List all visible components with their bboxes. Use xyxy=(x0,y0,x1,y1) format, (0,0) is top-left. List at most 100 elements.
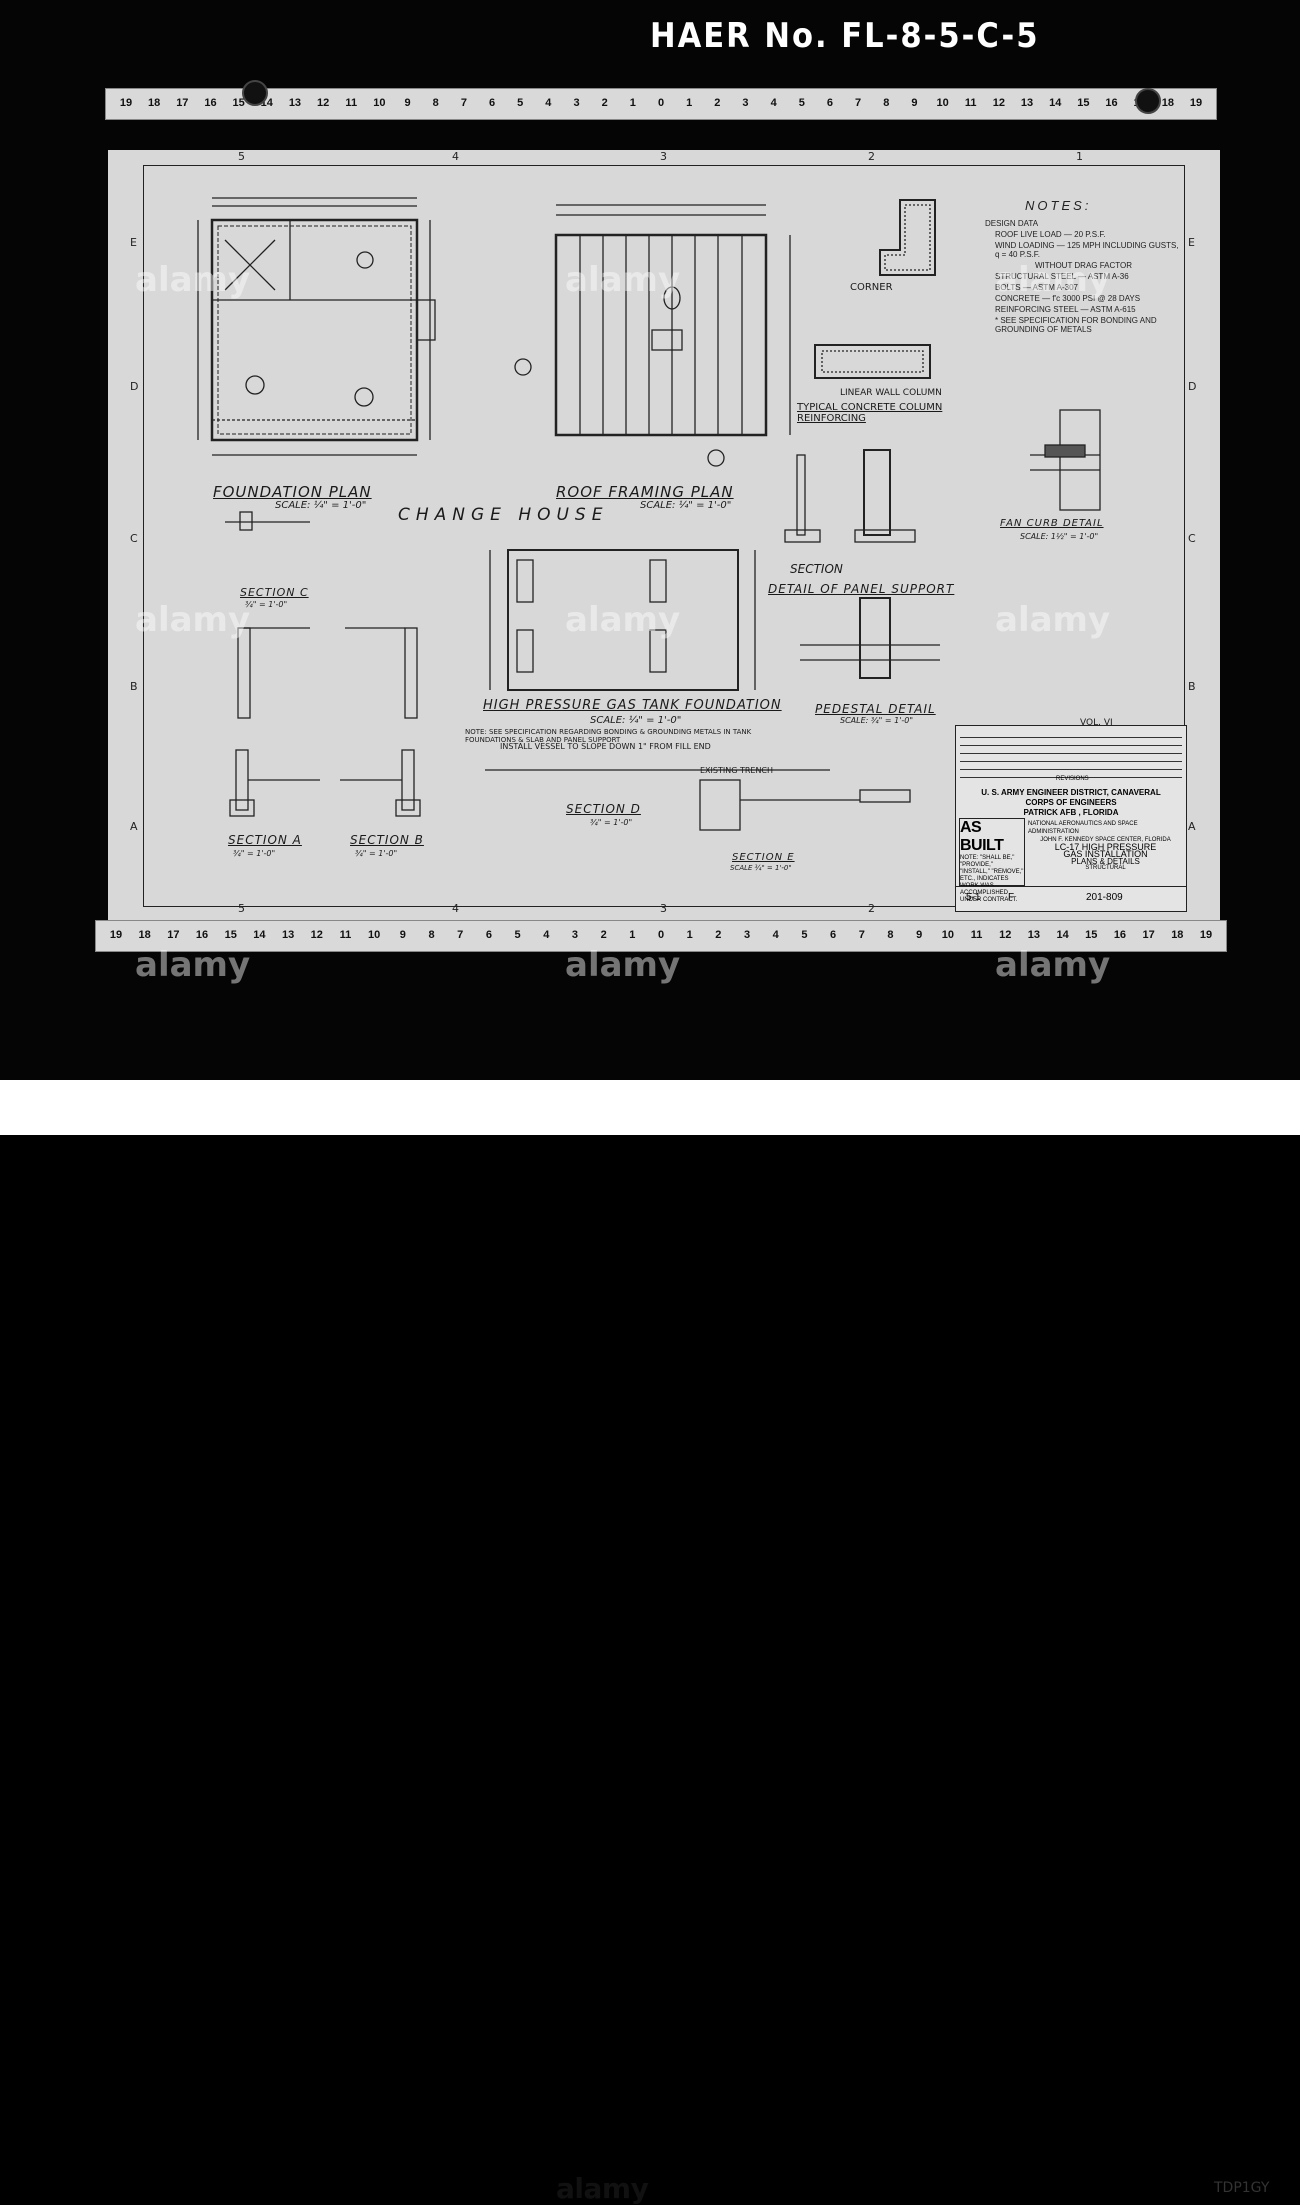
section-e-title: SECTION E xyxy=(732,852,795,863)
drawing-linework xyxy=(197,197,1101,831)
ruler-number: 14 xyxy=(253,929,266,941)
ruler-number: 14 xyxy=(1049,97,1062,109)
ruler-number: 3 xyxy=(742,97,749,109)
watermark: alamy xyxy=(995,600,1111,640)
ruler-number: 1 xyxy=(629,97,636,109)
note-line: REINFORCING STEEL — ASTM A-615 xyxy=(995,305,1136,314)
district-line: U. S. ARMY ENGINEER DISTRICT, CANAVERAL xyxy=(981,788,1161,797)
ruler-number: 15 xyxy=(224,929,237,941)
ruler-number: 15 xyxy=(232,97,245,109)
ruler-number: 13 xyxy=(281,929,295,941)
notes-heading: NOTES: xyxy=(1025,198,1092,213)
ruler-number: 12 xyxy=(310,929,323,941)
district-line: CORPS OF ENGINEERS xyxy=(1025,798,1117,807)
ruler-number: 8 xyxy=(883,97,890,109)
ruler-number: 11 xyxy=(964,97,977,109)
ruler-number: 5 xyxy=(801,929,808,941)
watermark: alamy xyxy=(995,945,1111,985)
grid-column: 4 xyxy=(452,150,459,163)
project-line: GAS INSTALLATION xyxy=(1063,849,1148,859)
pedestal-scale: SCALE: ¾" = 1'-0" xyxy=(840,716,914,725)
ruler-number: 18 xyxy=(1171,929,1184,941)
ruler-number: 5 xyxy=(517,97,524,109)
image-id: TDP1GY xyxy=(1214,2180,1270,2196)
ruler-number: 2 xyxy=(600,929,607,941)
grid-column: 2 xyxy=(868,902,875,915)
grid-column: 3 xyxy=(660,902,667,915)
ruler-number: 12 xyxy=(992,97,1006,109)
ruler-number: 4 xyxy=(545,97,552,109)
ruler-number: 0 xyxy=(657,929,665,941)
note-line: * SEE SPECIFICATION FOR BONDING AND GROU… xyxy=(995,316,1157,334)
notes-block: NOTES: DESIGN DATA ROOF LIVE LOAD — 20 P… xyxy=(985,198,1185,336)
grid-column: 2 xyxy=(868,150,875,163)
ruler-number: 19 xyxy=(119,97,133,109)
ruler-number: 9 xyxy=(404,97,411,109)
ruler-number: 8 xyxy=(432,97,439,109)
ruler-number: 12 xyxy=(316,97,330,109)
grid-row: E xyxy=(1188,236,1195,249)
ruler-number: 17 xyxy=(1142,929,1155,941)
ruler-number: 5 xyxy=(798,97,805,109)
roof-framing-plan-title: ROOF FRAMING PLAN xyxy=(556,483,734,501)
ruler-number: 16 xyxy=(1113,929,1127,941)
ruler-number: 13 xyxy=(1027,929,1041,941)
gas-tank-scale: SCALE: ¼" = 1'-0" xyxy=(590,715,682,726)
ruler-number: 3 xyxy=(743,929,751,941)
footer-band: alamy TDP1GY xyxy=(0,1080,1300,2205)
note-line: STRUCTURAL STEEL — ASTM A-36 xyxy=(995,272,1129,281)
ruler-number: 10 xyxy=(936,97,949,109)
watermark: alamy xyxy=(135,260,251,300)
ruler-number: 11 xyxy=(970,929,983,941)
ruler-number: 6 xyxy=(488,97,496,109)
alamy-logo: alamy xyxy=(556,2172,649,2205)
watermark: alamy xyxy=(135,945,251,985)
ruler-number: 13 xyxy=(288,97,302,109)
section-b-title: SECTION B xyxy=(350,833,424,847)
ruler-number: 10 xyxy=(373,97,386,109)
ruler-number: 0 xyxy=(657,97,665,109)
fan-curb-title: FAN CURB DETAIL xyxy=(1000,518,1104,529)
ruler-number: 16 xyxy=(195,929,209,941)
ruler-number: 2 xyxy=(601,97,608,109)
ruler-number: 13 xyxy=(1020,97,1034,109)
typical-column-title: TYPICAL CONCRETE COLUMN REINFORCING xyxy=(797,402,943,424)
grid-column: 5 xyxy=(238,150,245,163)
nasa-line: NATIONAL AERONAUTICS AND SPACE ADMINISTR… xyxy=(1028,821,1138,835)
note-line: WIND LOADING — 125 MPH INCLUDING GUSTS, … xyxy=(995,241,1179,259)
haer-number: HAER No. FL-8-5-C-5 xyxy=(650,16,1040,56)
corner-title: CORNER xyxy=(850,282,893,293)
ruler-number: 7 xyxy=(460,97,467,109)
grid-column: 3 xyxy=(660,150,667,163)
project-line: PLANS & DETAILS xyxy=(1071,857,1140,866)
ruler-number: 17 xyxy=(167,929,180,941)
section-d-scale: ¾" = 1'-0" xyxy=(590,818,633,827)
foundation-plan-outline xyxy=(210,218,419,442)
ruler-number: 10 xyxy=(941,929,954,941)
section-b-scale: ¾" = 1'-0" xyxy=(355,849,398,858)
drawing-main-title: CHANGE HOUSE xyxy=(398,505,609,525)
grid-row: C xyxy=(1188,532,1196,545)
gas-tank-note: NOTE: SEE SPECIFICATION REGARDING BONDIN… xyxy=(465,728,752,744)
volume-label: VOL. VI xyxy=(1080,718,1113,728)
foundation-plan-scale: SCALE: ¼" = 1'-0" xyxy=(275,500,367,511)
ruler-number: 11 xyxy=(345,97,358,109)
ruler-number: 5 xyxy=(514,929,521,941)
sheet-number: 5-1 xyxy=(966,892,981,903)
grid-row: D xyxy=(1188,380,1197,393)
grid-row: C xyxy=(130,532,138,545)
ruler-number: 7 xyxy=(855,97,862,109)
ruler-number: 19 xyxy=(1189,97,1203,109)
grid-row: A xyxy=(130,820,138,833)
ruler-number: 11 xyxy=(339,929,352,941)
ruler-number: 7 xyxy=(858,929,865,941)
ruler-number: 18 xyxy=(148,97,161,109)
binder-clip-icon xyxy=(242,80,268,106)
drawing-code: F xyxy=(1008,892,1015,903)
ruler-number: 10 xyxy=(368,929,381,941)
ruler-number: 16 xyxy=(204,97,217,109)
ruler-number: 17 xyxy=(176,97,189,109)
ruler-number: 19 xyxy=(1199,929,1213,941)
district-info: U. S. ARMY ENGINEER DISTRICT, CANAVERAL … xyxy=(956,788,1186,818)
roof-plan-outline xyxy=(554,233,768,437)
